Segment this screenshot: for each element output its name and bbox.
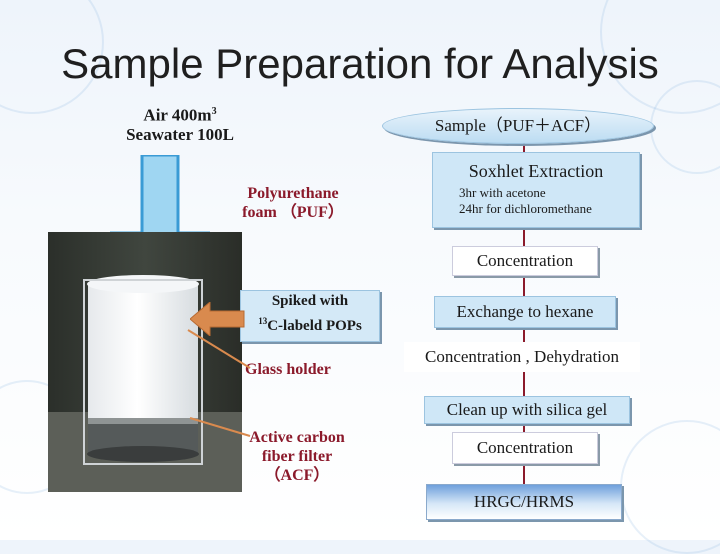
concentration-dehydration-step: Concentration , Dehydration <box>404 342 640 372</box>
concentration-step-2: Concentration <box>452 432 598 464</box>
sample-node: Sample（PUF＋ACF） <box>382 108 654 144</box>
acf-pointer <box>190 418 250 436</box>
glass-holder-pointer <box>188 330 250 368</box>
concentration-step-1: Concentration <box>452 246 598 276</box>
hrgc-hrms-node: HRGC/HRMS <box>426 484 622 520</box>
pointer-lines <box>0 0 720 540</box>
cleanup-silica-step: Clean up with silica gel <box>424 396 630 424</box>
soxhlet-box: Soxhlet Extraction 3hr with acetone 24hr… <box>432 152 640 228</box>
soxhlet-step-acetone: 3hr with acetone <box>459 185 639 201</box>
soxhlet-step-dcm: 24hr for dichloromethane <box>459 201 639 217</box>
exchange-hexane-step: Exchange to hexane <box>434 296 616 328</box>
soxhlet-title: Soxhlet Extraction <box>433 161 639 182</box>
